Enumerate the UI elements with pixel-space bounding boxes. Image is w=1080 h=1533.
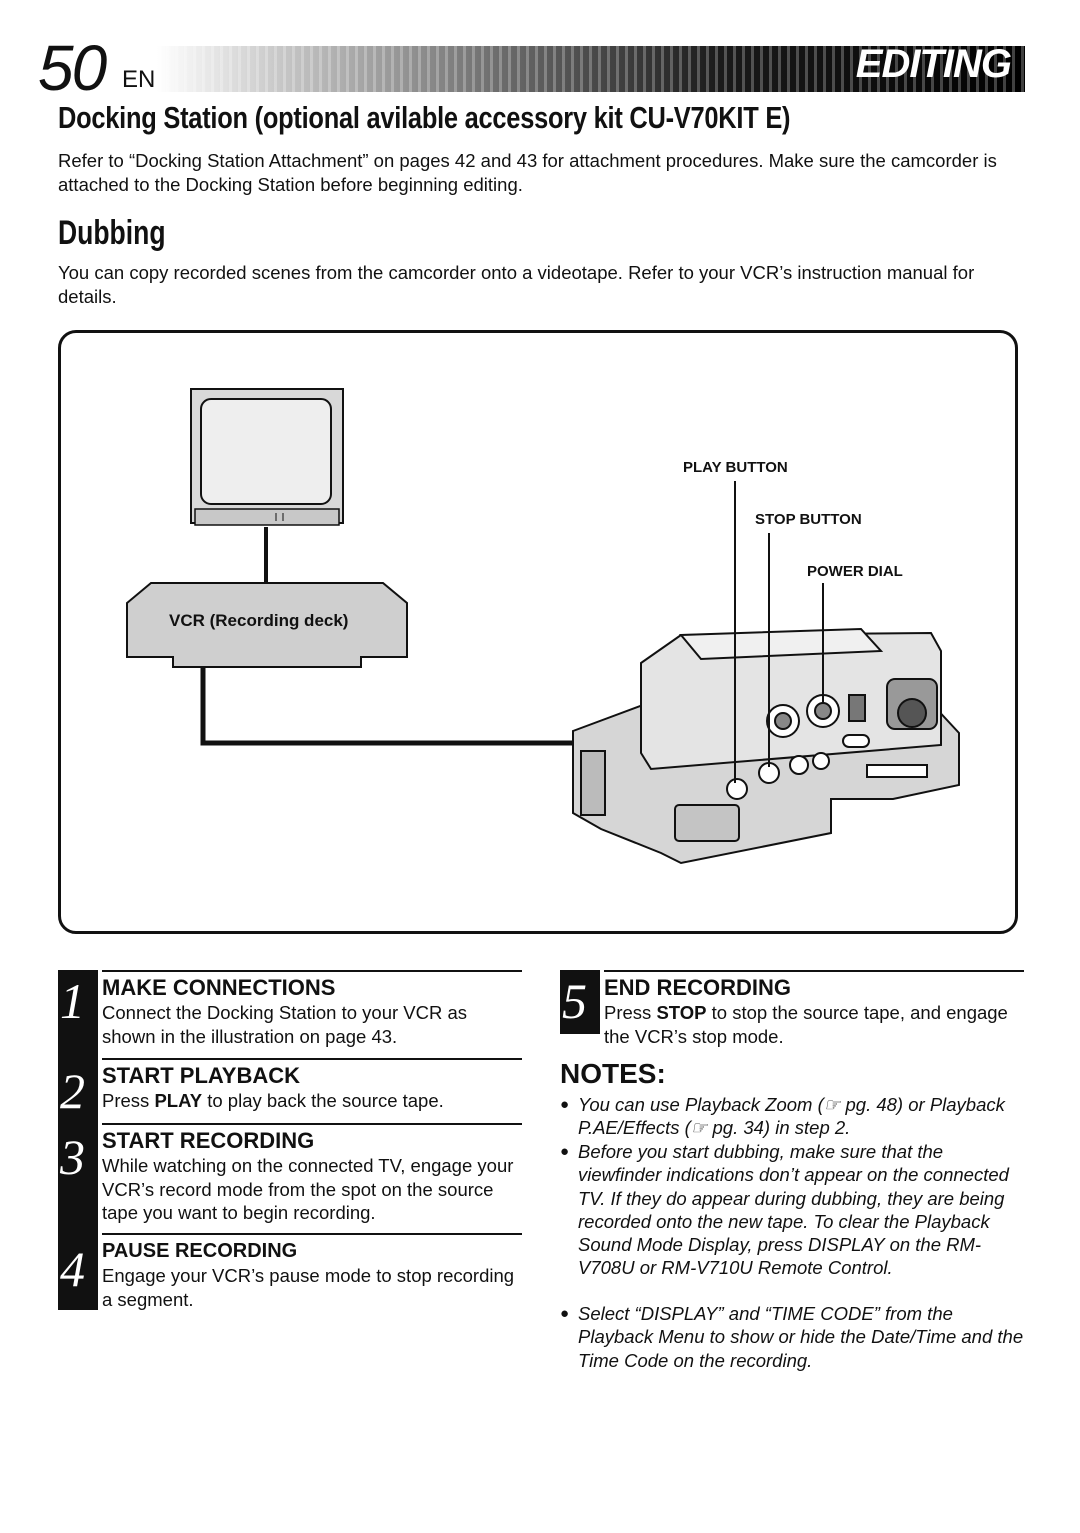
bullet-icon: ● [560,1305,570,1322]
notes-heading: NOTES: [560,1058,666,1089]
subtitle: Dubbing [58,214,166,252]
page-header: 50 EN EDITING [0,0,1080,100]
step-body: Press STOP to stop the source tape, and … [604,1002,1008,1047]
power-dial-label: POWER DIAL [807,563,903,580]
step-title: END RECORDING [604,975,792,1000]
step-number: 1 [60,973,85,1029]
bullet-icon: ● [560,1143,570,1160]
step-rule [102,1058,522,1060]
bullet-icon: ● [560,1096,570,1113]
language-code: EN [122,66,156,93]
note-item: ● You can use Playback Zoom (☞ pg. 48) o… [560,1094,1005,1139]
step-title: MAKE CONNECTIONS [102,975,336,1000]
subintro-text: You can copy recorded scenes from the ca… [58,262,975,307]
step-rule [102,970,522,972]
section-title: EDITING [855,42,1012,86]
section-bar: EDITING [157,42,1025,92]
camcorder-dock-illustration [572,627,960,865]
play-button-label: PLAY BUTTON [683,459,788,476]
step-body: Connect the Docking Station to your VCR … [102,1002,468,1047]
note-item: ● Before you start dubbing, make sure th… [560,1141,1009,1279]
step-number: 3 [60,1129,85,1185]
step-number: 4 [60,1241,85,1297]
step-title: START PLAYBACK [102,1063,301,1088]
step-number-bar [560,970,600,1034]
step-number-bar [58,970,98,1310]
tv-illustration [190,388,344,526]
step-body: Press PLAY to play back the source tape. [102,1090,444,1111]
step-rule [604,970,1024,972]
step-rule [102,1233,522,1235]
step-body: While watching on the connected TV, enga… [102,1155,514,1223]
step-body: Engage your VCR’s pause mode to stop rec… [102,1265,515,1310]
page-number: 50 [38,32,107,104]
note-item: ● Select “DISPLAY” and “TIME CODE” from … [560,1303,1024,1371]
step-number: 2 [60,1063,85,1119]
page-title: Docking Station (optional avilable acces… [58,100,791,135]
vcr-label: VCR (Recording deck) [169,611,349,630]
step-title: PAUSE RECORDING [102,1240,298,1262]
vcr-illustration [126,582,408,668]
step-rule [102,1123,522,1125]
stop-button-label: STOP BUTTON [755,511,862,528]
step-number: 5 [562,973,587,1029]
intro-text: Refer to “Docking Station Attachment” on… [58,150,997,195]
step-title: START RECORDING [102,1128,315,1153]
connection-illustration: VCR (Recording deck) PLAY BUTTON STOP BU… [58,330,1018,934]
